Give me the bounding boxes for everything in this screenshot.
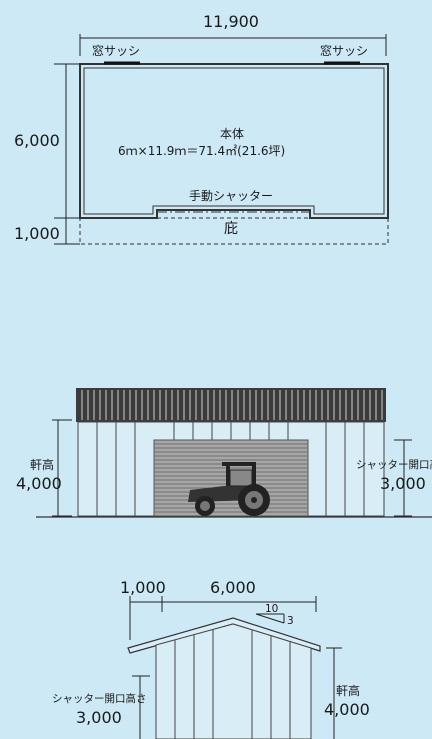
side-eave-width-label: 1,000 bbox=[120, 578, 166, 597]
window-right-label: 窓サッシ bbox=[320, 44, 369, 58]
side-eave-height-title: 軒高 bbox=[336, 684, 361, 698]
tractor-illustration bbox=[188, 462, 270, 516]
front-roof bbox=[76, 388, 386, 422]
side-eave-height-dimension bbox=[326, 647, 342, 739]
plan-building-outline bbox=[79, 63, 389, 219]
shutter-label: 手動シャッター bbox=[189, 189, 274, 203]
side-eave-height-value: 4,000 bbox=[324, 700, 370, 719]
body-area: 6ｍ×11.9ｍ＝71.4㎡(21.6坪) bbox=[118, 144, 286, 158]
plan-eave-area bbox=[79, 217, 389, 245]
front-shutter-height-dimension bbox=[394, 439, 412, 517]
front-shutter-height-title: シャッター開口高さ bbox=[356, 459, 432, 471]
slope-indicator bbox=[255, 613, 285, 624]
side-width-dimension bbox=[129, 596, 317, 640]
front-eave-height-title: 軒高 bbox=[30, 458, 55, 472]
side-gable-wall bbox=[155, 623, 312, 739]
plan-depth-dimension bbox=[54, 63, 80, 245]
slope-run-label: 10 bbox=[265, 603, 279, 615]
slope-rise-label: 3 bbox=[287, 615, 294, 627]
front-eave-height-dimension bbox=[52, 419, 72, 517]
front-eave-height-value: 4,000 bbox=[16, 474, 62, 493]
plan-depth-label: 6,000 bbox=[14, 131, 60, 150]
plan-width-label: 11,900 bbox=[203, 12, 259, 31]
body-title: 本体 bbox=[220, 127, 245, 141]
side-shutter-height-value: 3,000 bbox=[76, 708, 122, 727]
side-shutter-height-dimension bbox=[132, 675, 150, 739]
window-left-label: 窓サッシ bbox=[92, 44, 141, 58]
side-shutter-height-title: シャッター開口高さ bbox=[52, 693, 147, 705]
plan-eave-label: 1,000 bbox=[14, 224, 60, 243]
plan-width-dimension bbox=[79, 34, 387, 56]
eave-name: 庇 bbox=[224, 221, 238, 237]
side-depth-label: 6,000 bbox=[210, 578, 256, 597]
side-gable-roof bbox=[127, 617, 321, 654]
front-shutter-height-value: 3,000 bbox=[380, 474, 426, 493]
